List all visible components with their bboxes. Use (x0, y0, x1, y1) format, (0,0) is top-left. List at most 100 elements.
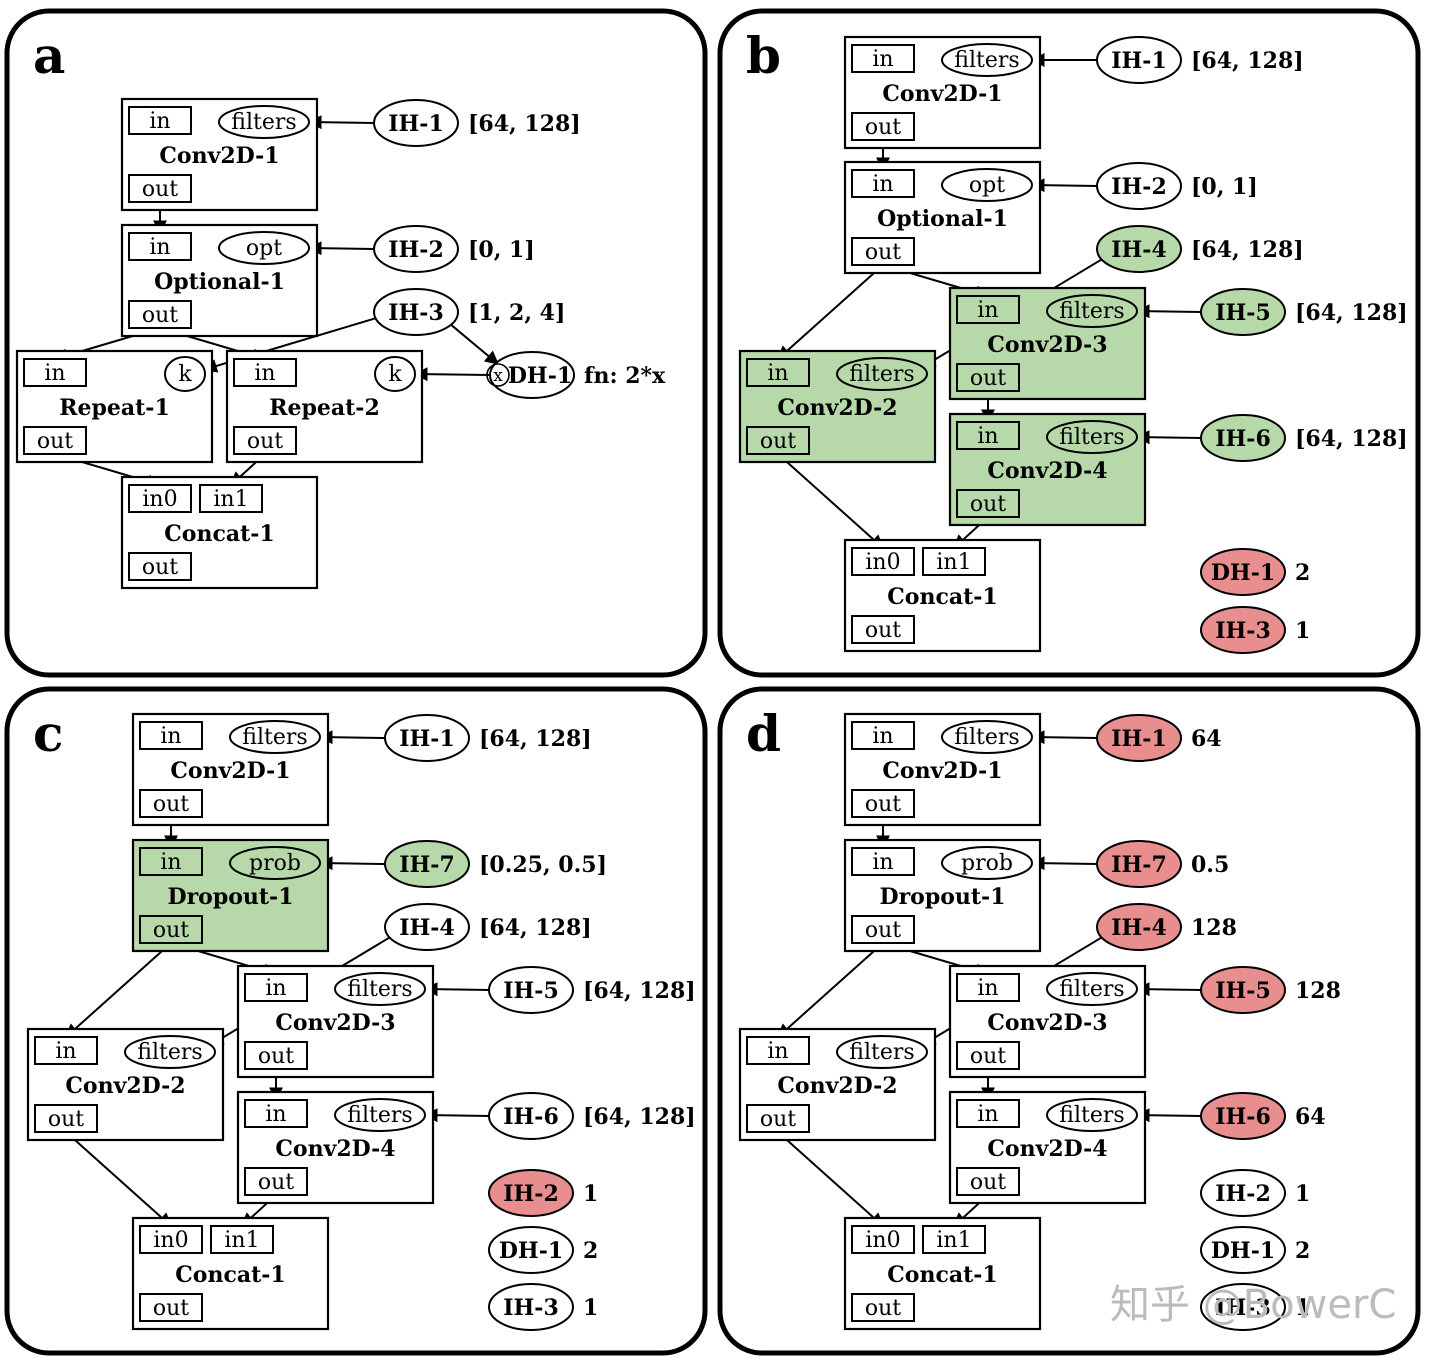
input-port (851, 547, 915, 576)
hyperparameter-node[interactable]: IH-1[64, 128] (373, 99, 581, 147)
edge-arrow (776, 942, 884, 1038)
hyperparameter-label: IH-2 (503, 1181, 559, 1207)
hyperparameter-value: 2 (1295, 560, 1310, 586)
hyperparameter-node[interactable]: IH-2[0, 1] (1096, 162, 1258, 210)
input-port-label: in (254, 361, 275, 386)
output-port (746, 1104, 810, 1133)
output-port (34, 1104, 98, 1133)
edge-arrow (1030, 730, 1098, 745)
panel-frame (4, 8, 708, 678)
hyperparameter-ellipse (1096, 162, 1182, 210)
output-port-label: out (153, 1296, 189, 1321)
hyperparameter-value: fn: 2*x (584, 363, 666, 389)
output-port-label: out (258, 1044, 294, 1069)
hyperparameter-node[interactable]: IH-4[64, 128] (384, 903, 592, 951)
panel-label: c (33, 704, 63, 763)
hyperparameter-node[interactable]: IH-6[64, 128] (1200, 414, 1408, 462)
hyperparameter-value: 1 (1295, 1295, 1310, 1321)
hyperparameter-value: 128 (1295, 978, 1341, 1004)
output-port (128, 552, 192, 581)
hyperparameter-node[interactable]: IH-2[0, 1] (373, 225, 535, 273)
hyperparameter-value: 64 (1295, 1104, 1326, 1130)
input-port (139, 1225, 203, 1254)
hyperparameter-ellipse (488, 966, 574, 1014)
input-port (244, 973, 308, 1002)
param-label: filters (347, 977, 412, 1002)
layer-name: Dropout-1 (880, 884, 1006, 910)
hyperparameter-label: IH-4 (399, 915, 455, 941)
param-ellipse (941, 168, 1033, 202)
output-port-label: out (48, 1107, 84, 1132)
hyperparameter-node[interactable]: IH-1[64, 128] (384, 714, 592, 762)
hyperparameter-ellipse (1096, 225, 1182, 273)
hyperparameter-ellipse (373, 288, 459, 336)
hyperparameter-node[interactable]: IH-5[64, 128] (488, 966, 696, 1014)
hyperparameter-node[interactable]: IH-4[64, 128] (1096, 225, 1304, 273)
hyperparameter-value: [0, 1] (1191, 174, 1258, 200)
input-port-label: in (149, 235, 170, 260)
hyperparameter-node[interactable]: IH-7[0.25, 0.5] (384, 840, 607, 888)
edge-arrow (1030, 178, 1098, 193)
input-port-label: in (872, 47, 893, 72)
hyperparameter-value: [64, 128] (583, 1104, 696, 1130)
hyperparameter-node[interactable]: IH-6[64, 128] (488, 1092, 696, 1140)
hyperparameter-node[interactable]: IH-3[1, 2, 4] (373, 288, 565, 336)
input-port-label: in1 (224, 1228, 259, 1253)
output-port (139, 789, 203, 818)
hyperparameter-ellipse (1096, 903, 1182, 951)
param-ellipse (374, 356, 416, 392)
output-port (956, 489, 1020, 518)
input-port (23, 358, 87, 387)
hyperparameter-node[interactable]: IH-5[64, 128] (1200, 288, 1408, 336)
hyperparameter-value: 128 (1191, 915, 1237, 941)
hyperparameter-label: IH-1 (1111, 726, 1167, 752)
hyperparameter-value: 1 (583, 1295, 598, 1321)
hyperparameter-value: 2 (1295, 1238, 1310, 1264)
output-port (244, 1167, 308, 1196)
param-ellipse (1046, 1098, 1138, 1132)
param-label: filters (137, 1040, 202, 1065)
input-port-label: in0 (865, 550, 900, 575)
hyperparameter-node[interactable]: IH-1[64, 128] (1096, 36, 1304, 84)
param-ellipse (1046, 972, 1138, 1006)
hyperparameter-ellipse (488, 1283, 574, 1331)
